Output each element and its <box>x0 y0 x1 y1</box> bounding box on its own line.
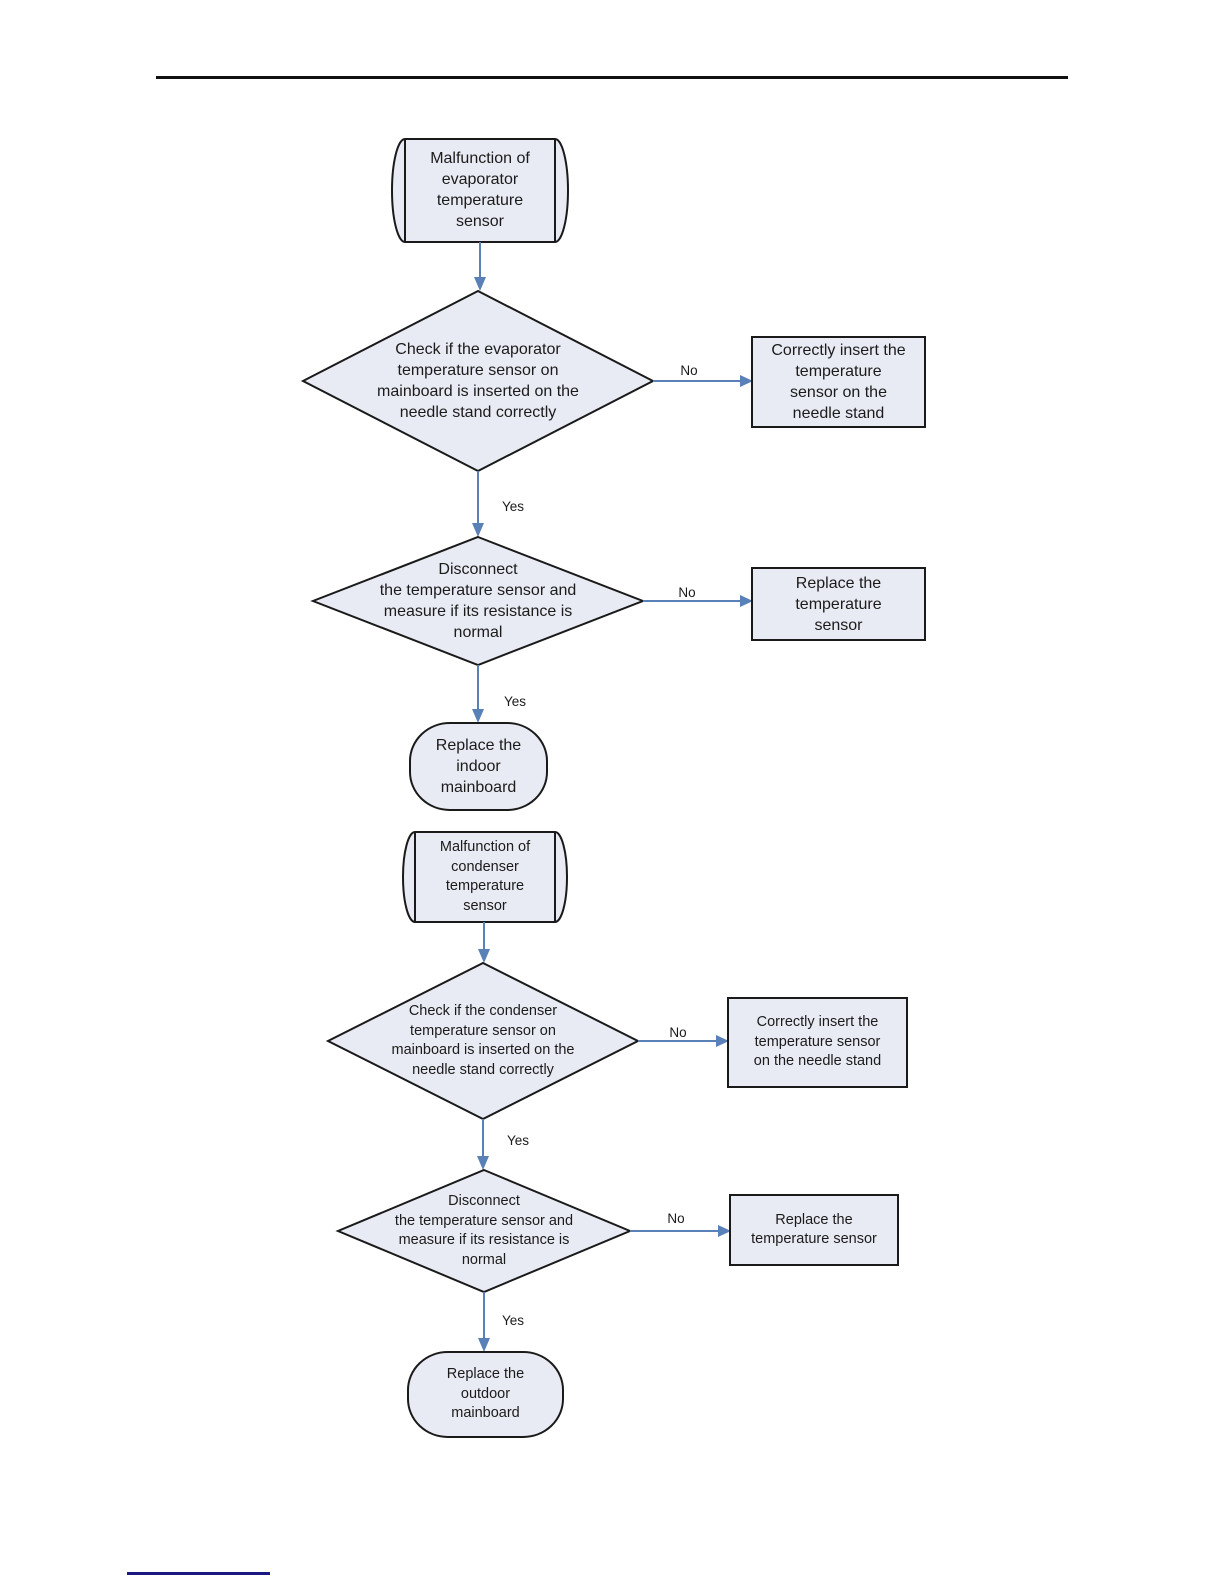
flow2-no-arrowhead-1 <box>716 1035 729 1047</box>
flow1-start-label: Malfunction of evaporator temperature se… <box>430 150 530 230</box>
flow2-no-arrowhead-2 <box>718 1225 731 1237</box>
flow2-action2-label: Replace the temperature sensor <box>751 1211 877 1248</box>
flow1-action2-rect-shape <box>751 567 926 641</box>
flow1-end-terminal-shape <box>409 722 548 811</box>
flow1-yes-arrowhead-2 <box>472 709 484 723</box>
flow1-arrowhead-1 <box>474 277 486 291</box>
flow1-decision1-label: Check if the evaporator temperature sens… <box>377 341 579 421</box>
footnote-rule <box>127 1572 270 1575</box>
flow2-decision1-label: Check if the condenser temperature senso… <box>391 1003 575 1078</box>
flow1-no-label-2: No <box>678 585 696 600</box>
flow2-start-label: Malfunction of condenser temperature sen… <box>439 839 531 914</box>
flow2-yes-arrowhead-2 <box>478 1338 490 1352</box>
flow2-arrowhead-1 <box>478 949 490 963</box>
flow1-yes-label-2: Yes <box>503 694 527 709</box>
flow2-end-label: Replace the outdoor mainboard <box>446 1366 525 1422</box>
flow1-yes-label-1: Yes <box>501 499 525 514</box>
header-rule <box>156 76 1068 79</box>
flow1-start-cylinder-seams <box>404 139 556 242</box>
flow2-no-label-1: No <box>669 1025 687 1040</box>
flow2-decision2-label: Disconnect the temperature sensor and me… <box>394 1193 574 1268</box>
flow2-end-terminal-shape <box>407 1351 564 1438</box>
flow2-action1-rect-shape <box>727 997 908 1088</box>
flow2-action1-label: Correctly insert the temperature sensor … <box>753 1014 882 1070</box>
flow1-action2-label: Replace the temperature sensor <box>795 574 882 634</box>
flow2-start-cylinder-seams <box>414 832 556 922</box>
flow1-decision2-label: Disconnect the temperature sensor and me… <box>379 561 577 641</box>
flow1-yes-arrowhead-1 <box>472 523 484 537</box>
flow1-action1-rect-shape <box>751 336 926 428</box>
flow1-end-label: Replace the indoor mainboard <box>435 737 522 796</box>
flow1-action1-label: Correctly insert the temperature sensor … <box>771 342 906 422</box>
flow1-no-arrowhead-1 <box>740 375 753 387</box>
flow1-no-label-1: No <box>680 363 698 378</box>
flow1-no-arrowhead-2 <box>740 595 753 607</box>
flow2-yes-label-1: Yes <box>506 1133 530 1148</box>
flow2-yes-label-2: Yes <box>501 1313 525 1328</box>
flow2-no-label-2: No <box>667 1211 685 1226</box>
flow2-yes-arrowhead-1 <box>477 1156 489 1170</box>
flow2-action2-rect-shape <box>729 1194 899 1266</box>
